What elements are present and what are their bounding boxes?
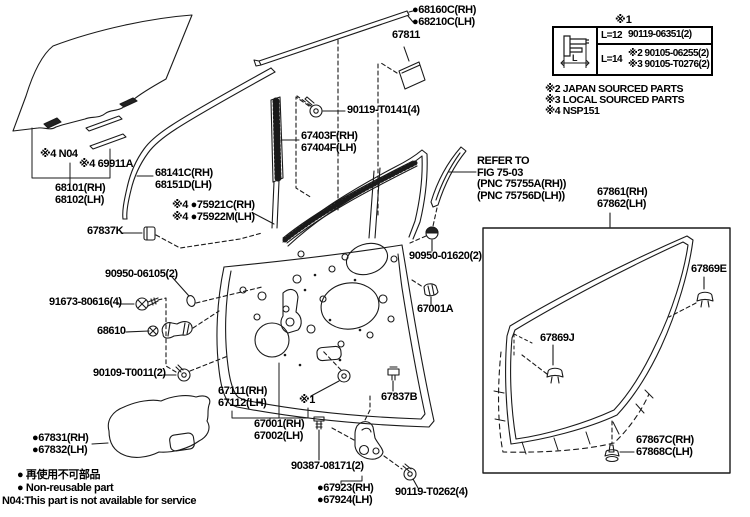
label-91673[interactable]: 91673-80616(4) [49,296,122,308]
part-90105-group[interactable]: ※2 90105-06255(2)※3 90105-T0276(2) [628,48,710,70]
bolt-length-table: L L=12 90119-06351(2) L=14 ※2 90105-0625… [552,26,713,76]
label-68160c[interactable]: ●68160C(RH) ●68210C(LH) [412,4,476,28]
label-90119-t0262[interactable]: 90119-T0262(4) [395,486,468,498]
part-90119-06351[interactable]: 90119-06351(2) [628,29,692,41]
label-68101[interactable]: 68101(RH) 68102(LH) [55,182,106,206]
label-67923[interactable]: ●67923(RH) ●67924(LH) [317,482,374,506]
grommet-06105-drawing [171,276,263,307]
note-nsp151: ※4 NSP151 [545,105,600,117]
label-75921c[interactable]: ※4 ●75921C(RH) ※4 ●75922M(LH) [172,199,255,223]
screw-ref1-drawing [310,349,351,397]
bolt-08171-drawing [313,416,363,485]
front-sash-drawing [270,96,313,229]
grommet-01620-drawing [409,226,439,252]
check-link-drawing [331,421,403,470]
cushion-67001a-drawing [411,279,439,305]
screw-t0011-drawing [162,355,229,382]
label-68141c[interactable]: 68141C(RH) 68151D(LH) [155,167,213,191]
door-glass-drawing [12,14,193,185]
table-row-l12: L=12 90119-06351(2) [598,28,711,45]
label-69911a[interactable]: ※4 69911A [79,158,134,170]
bolt-length-icon: L [554,28,598,74]
label-67811[interactable]: 67811 [392,29,420,41]
label-n04[interactable]: ※4 N04 [40,148,78,160]
weatherstrip-box-drawing [482,212,731,474]
screw-t0262-drawing [402,463,419,489]
label-90109-t0011[interactable]: 90109-T0011(2) [93,367,166,379]
label-67837k[interactable]: 67837K [87,225,124,237]
clip-67837b-drawing [363,366,400,423]
label-67861[interactable]: 67861(RH) 67862(LH) [597,186,648,210]
door-panel-drawing [216,149,435,428]
legend-footnote: N04:This part is not available for servi… [2,495,197,507]
label-67831[interactable]: ●67831(RH) ●67832(LH) [32,432,89,456]
label-90950-01620[interactable]: 90950-01620(2) [409,250,482,262]
label-67867c[interactable]: 67867C(RH) 67868C(LH) [636,434,694,458]
table-row-l14: L=14 ※2 90105-06255(2)※3 90105-T0276(2) [598,45,711,74]
label-67869j[interactable]: 67869J [540,332,575,344]
length-l14: L=14 [601,54,623,65]
label-67001a[interactable]: 67001A [417,303,454,315]
note-local-sourced: ※3 LOCAL SOURCED PARTS [545,94,685,106]
legend-non-reusable-en: ● Non-reusable part [17,482,114,494]
label-ref1[interactable]: ※1 [299,394,316,406]
part-90105-06255[interactable]: ※2 90105-06255(2) [628,48,709,59]
label-90950-06105[interactable]: 90950-06105(2) [105,268,178,280]
pillar-garnish-drawing [430,146,477,227]
label-67001[interactable]: 67001(RH) 67002(LH) [254,418,305,442]
label-90119-t0141[interactable]: 90119-T0141(4) [347,104,420,116]
legend-non-reusable-jp: ● 再使用不可部品 [17,469,101,481]
table-title: ※1 [615,14,632,26]
note-japan-sourced: ※2 JAPAN SOURCED PARTS [545,83,684,95]
trim-pad-drawing [91,395,211,458]
cushion-67811-drawing [380,46,426,90]
length-l12: L=12 [601,30,623,41]
label-68610[interactable]: 68610 [97,325,126,337]
label-refer-fig[interactable]: REFER TO FIG 75-03 (PNC 75755A(RH)) (PNC… [477,155,566,202]
label-67869e[interactable]: 67869E [691,263,727,275]
run-channel-drawing [122,67,276,220]
label-67403f[interactable]: 67403F(RH) 67404F(LH) [301,130,358,154]
part-90105-t0276[interactable]: ※3 90105-T0276(2) [628,58,710,70]
bolt-length-letter: L [572,53,578,63]
table-rows: L=12 90119-06351(2) L=14 ※2 90105-06255(… [598,28,711,74]
screw-80616-drawing [117,297,177,373]
clip-67837k-drawing [120,226,263,249]
label-67111[interactable]: 67111(RH) 67112(LH) [218,385,267,409]
label-67837b[interactable]: 67837B [381,391,418,403]
screw-t0141-drawing [296,95,346,118]
label-90387[interactable]: 90387-08171(2) [291,460,364,472]
hinge-68610-drawing [125,310,220,339]
